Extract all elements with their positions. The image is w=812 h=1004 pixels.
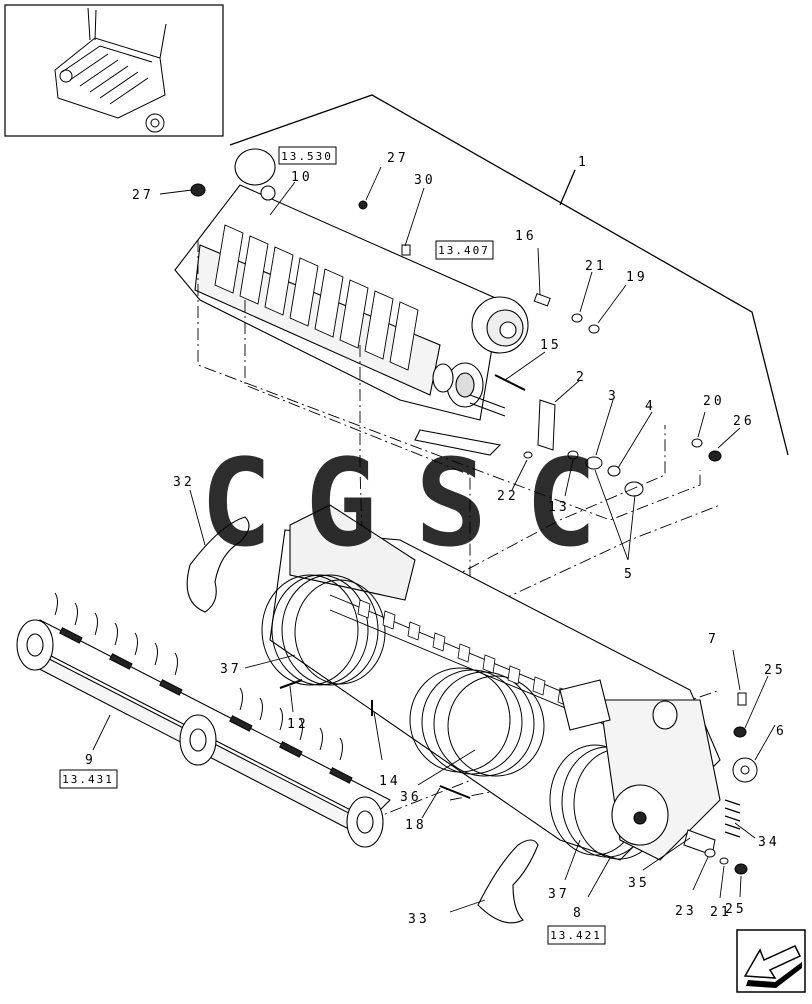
ref-box-13-407[interactable]: 13.407 <box>435 240 494 260</box>
callout-25a: 25 <box>764 663 786 678</box>
callout-37b: 37 <box>548 887 570 902</box>
callout-21b: 21 <box>710 905 732 920</box>
watermark-letter-g: G <box>305 435 377 574</box>
callout-leaders <box>92 166 776 913</box>
svg-text:13.407: 13.407 <box>438 244 490 257</box>
callout-3: 3 <box>608 389 619 404</box>
callout-30: 30 <box>414 173 436 188</box>
svg-text:13.431: 13.431 <box>62 773 114 786</box>
overview-thumbnail[interactable] <box>4 4 224 137</box>
callout-22: 22 <box>497 489 519 504</box>
callout-4: 4 <box>645 399 656 414</box>
ref-box-13-431[interactable]: 13.431 <box>59 769 118 789</box>
callout-16: 16 <box>515 229 537 244</box>
side-shields <box>186 516 539 924</box>
callout-37a: 37 <box>220 662 242 677</box>
callout-21a: 21 <box>585 259 607 274</box>
callout-9: 9 <box>85 753 96 768</box>
watermark-letter-s: S <box>415 435 487 574</box>
callout-23: 23 <box>675 904 697 919</box>
svg-text:13.530: 13.530 <box>281 150 333 163</box>
callout-7: 7 <box>708 632 719 647</box>
callout-36: 36 <box>400 790 422 805</box>
callout-26: 26 <box>733 414 755 429</box>
callout-2: 2 <box>576 370 587 385</box>
callout-20: 20 <box>703 394 725 409</box>
ref-box-13-530[interactable]: 13.530 <box>278 146 337 165</box>
back-arrow-icon[interactable] <box>736 929 806 993</box>
upper-guide-comb <box>174 148 502 456</box>
watermark-letter-c1: C <box>200 435 272 574</box>
callout-15: 15 <box>540 338 562 353</box>
callout-8: 8 <box>573 906 584 921</box>
callout-33: 33 <box>408 912 430 927</box>
callout-27a: 27 <box>132 188 154 203</box>
callout-25b: 25 <box>725 902 747 917</box>
assembly-bracket <box>229 94 789 456</box>
callout-18: 18 <box>405 818 427 833</box>
callout-19: 19 <box>626 270 648 285</box>
callout-1: 1 <box>578 155 589 170</box>
callout-32: 32 <box>173 475 195 490</box>
watermark: C G S C <box>200 435 597 574</box>
callout-34: 34 <box>758 835 780 850</box>
callout-labels: 1 2 3 4 5 6 7 8 9 10 12 13 14 15 16 18 1… <box>85 151 787 927</box>
ref-box-13-421[interactable]: 13.421 <box>547 925 606 945</box>
callout-35: 35 <box>628 876 650 891</box>
rotor-frame <box>261 504 721 861</box>
hardware-upper <box>190 183 722 497</box>
callout-12: 12 <box>287 717 309 732</box>
callout-6: 6 <box>776 724 787 739</box>
callout-27b: 27 <box>387 151 409 166</box>
svg-text:13.421: 13.421 <box>550 929 602 942</box>
callout-10: 10 <box>291 170 313 185</box>
callout-5: 5 <box>624 567 635 582</box>
callout-14: 14 <box>379 774 401 789</box>
callout-13: 13 <box>548 500 570 515</box>
pickup-reel <box>16 592 391 848</box>
drive-sprocket-assembly <box>432 296 529 417</box>
watermark-letter-c2: C <box>525 435 597 574</box>
hardware-lower <box>279 679 758 875</box>
